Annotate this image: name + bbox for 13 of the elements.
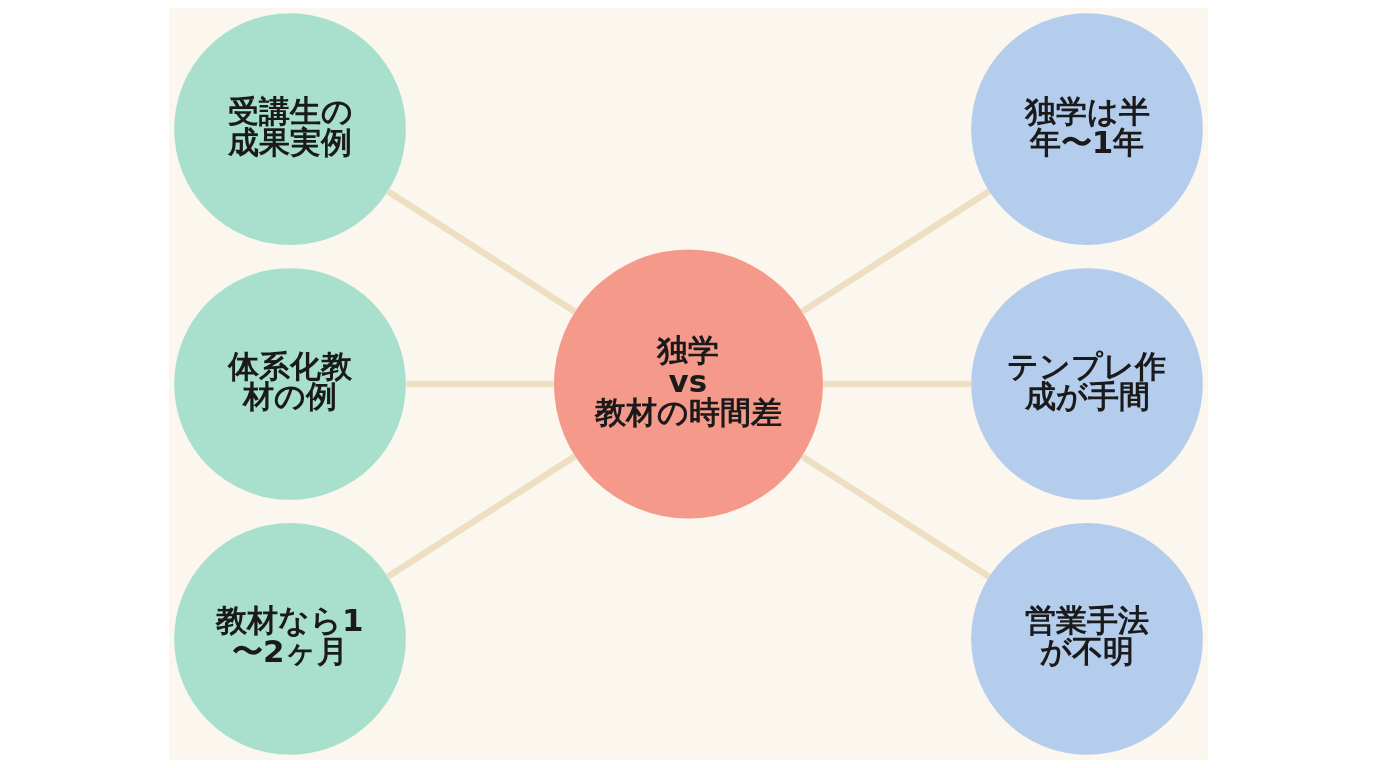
node-circle: 体系化教材の例 xyxy=(173,268,406,500)
node-circle: テンプレ作成が手間 xyxy=(970,268,1203,500)
connector xyxy=(822,380,971,388)
connector xyxy=(799,453,991,580)
node-circle: 営業手法が不明 xyxy=(970,523,1203,755)
connector xyxy=(405,380,554,388)
connector xyxy=(799,188,991,315)
connector xyxy=(385,453,577,580)
connector xyxy=(385,188,577,315)
node-circle: 独学は半年〜1年 xyxy=(970,13,1203,245)
node-circle: 受講生の成果実例 xyxy=(173,13,406,245)
node-circle: 独学 vs 教材の時間差 xyxy=(553,249,823,519)
node-circle: 教材なら1〜2ヶ月 xyxy=(173,523,406,755)
